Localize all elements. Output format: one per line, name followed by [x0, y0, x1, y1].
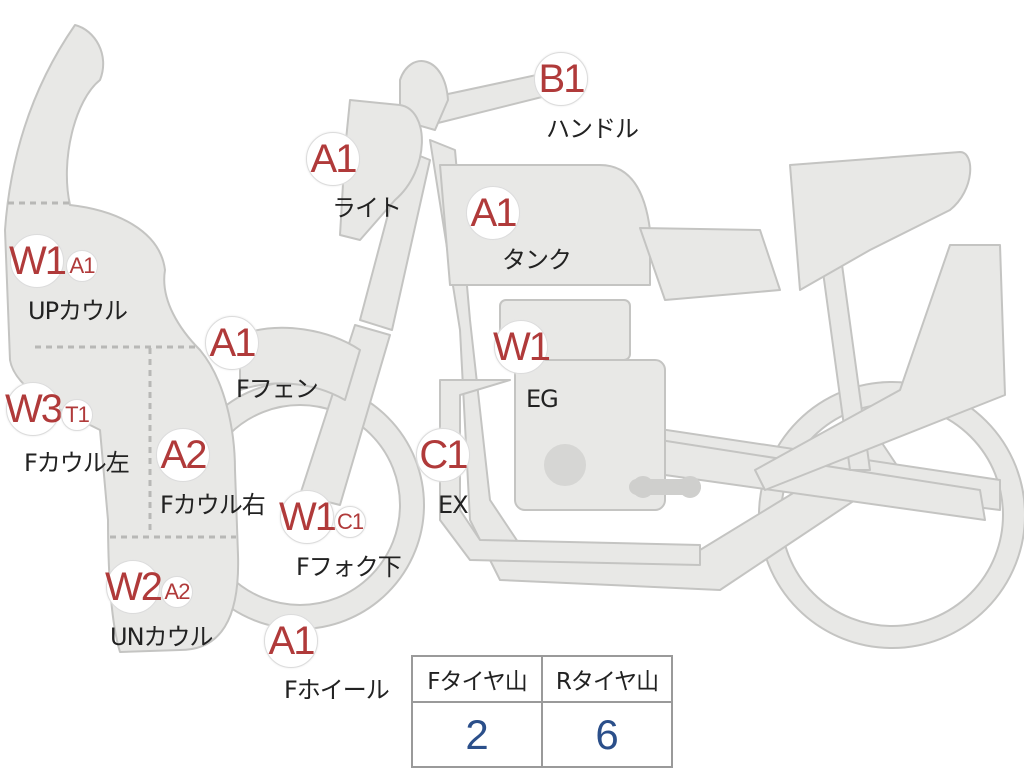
front-fork [299, 324, 391, 506]
code-badge: A1 [306, 132, 360, 186]
part-label: タンク [502, 246, 572, 274]
part-label: ハンドル [546, 115, 639, 143]
code-badge: A1 [205, 316, 259, 370]
rear-tire-value: 6 [541, 701, 673, 768]
code-badge: B1 [534, 52, 588, 106]
code-badge: A2 [161, 576, 193, 608]
part-label: Fカウル左 [24, 449, 130, 477]
part-label: Fフェン [236, 375, 319, 403]
part-label: EG [526, 385, 559, 413]
front-tire-header: Fタイヤ山 [411, 655, 543, 703]
part-label: UNカウル [110, 623, 214, 651]
headlight [339, 99, 423, 241]
rear-tire-header: Rタイヤ山 [541, 655, 673, 703]
front-fender [239, 326, 361, 401]
part-label: Fホイール [284, 676, 390, 704]
fairing [4, 24, 240, 653]
exhaust-pipe [439, 379, 701, 566]
code-badge: T1 [61, 399, 93, 431]
table-header-row: Fタイヤ山 Rタイヤ山 [411, 655, 673, 703]
part-label: UPカウル [28, 297, 128, 325]
seat [639, 227, 781, 301]
tire-tread-table: Fタイヤ山 Rタイヤ山 2 6 [411, 655, 673, 768]
code-badge: W1 [279, 490, 337, 544]
table-row: 2 6 [411, 701, 673, 768]
code-badge: W2 [105, 560, 163, 614]
code-badge: A1 [66, 250, 98, 282]
code-badge: A1 [264, 614, 318, 668]
front-tire-value: 2 [411, 701, 543, 768]
part-label: Fフォク下 [296, 553, 402, 581]
code-badge: C1 [416, 428, 470, 482]
part-label: EX [438, 491, 469, 519]
code-badge: A1 [466, 186, 520, 240]
code-badge: W1 [493, 320, 551, 374]
code-badge: C1 [334, 506, 366, 538]
part-label: Fカウル右 [160, 491, 266, 519]
code-badge: W1 [9, 234, 67, 288]
code-badge: W3 [5, 382, 63, 436]
part-label: ライト [332, 194, 402, 222]
code-badge: A2 [156, 428, 210, 482]
